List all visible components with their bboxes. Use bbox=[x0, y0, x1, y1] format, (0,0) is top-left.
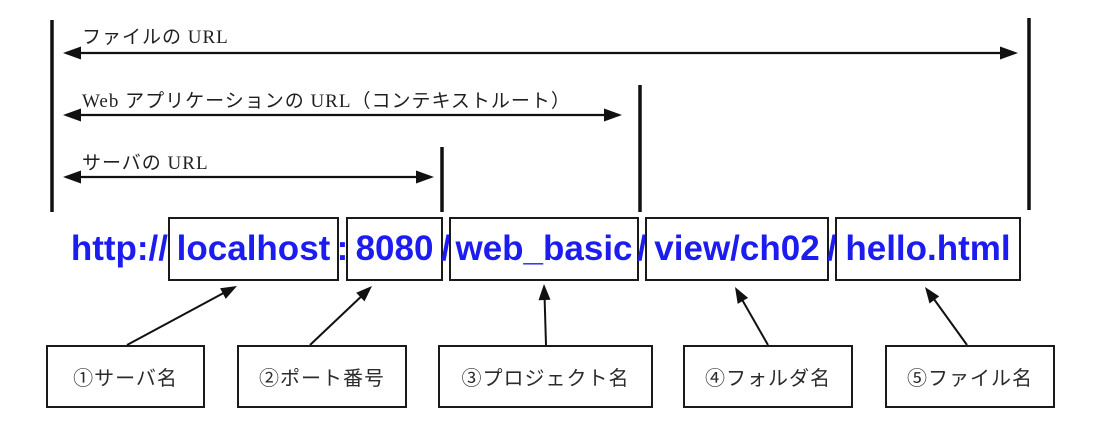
part-label-box-port-number: ②ポート番号 bbox=[237, 345, 407, 408]
file-url-range-arrow bbox=[63, 46, 1018, 60]
connector-arrow-folder-name bbox=[735, 287, 769, 346]
connector-arrow-project-name bbox=[538, 284, 551, 346]
url-separator-slash-3: / bbox=[827, 229, 837, 268]
url-segment-box-folder: view/ch02 bbox=[645, 217, 829, 281]
url-segment-box-port: 8080 bbox=[346, 217, 443, 281]
webapp-url-range-arrow bbox=[63, 108, 622, 122]
url-segment-box-server-name: localhost bbox=[168, 217, 339, 281]
connector-arrow-server-name bbox=[126, 286, 237, 346]
part-label-box-file-name: ⑤ファイル名 bbox=[885, 345, 1055, 408]
part-label-box-server-name: ①サーバ名 bbox=[46, 345, 205, 408]
webapp-url-range-label: Web アプリケーションの URL（コンテキストルート） bbox=[82, 91, 571, 112]
url-separator-colon: : bbox=[336, 229, 349, 268]
server-url-range-arrow bbox=[63, 170, 434, 184]
url-segment-box-file: hello.html bbox=[835, 217, 1021, 281]
server-url-range-label: サーバの URL bbox=[82, 153, 209, 174]
file-url-range-label: ファイルの URL bbox=[82, 27, 229, 48]
url-line: http:// localhost : 8080 / web_basic / v… bbox=[71, 217, 1021, 281]
url-separator-slash-2: / bbox=[637, 229, 647, 268]
part-label-box-project-name: ③プロジェクト名 bbox=[438, 345, 653, 408]
url-segment-box-project: web_basic bbox=[449, 217, 639, 281]
url-scheme-prefix: http:// bbox=[70, 229, 168, 268]
connector-arrow-port-number bbox=[309, 286, 372, 346]
url-separator-slash-1: / bbox=[441, 229, 451, 268]
connector-arrow-file-name bbox=[925, 287, 968, 346]
part-label-box-folder-name: ④フォルダ名 bbox=[683, 345, 853, 408]
